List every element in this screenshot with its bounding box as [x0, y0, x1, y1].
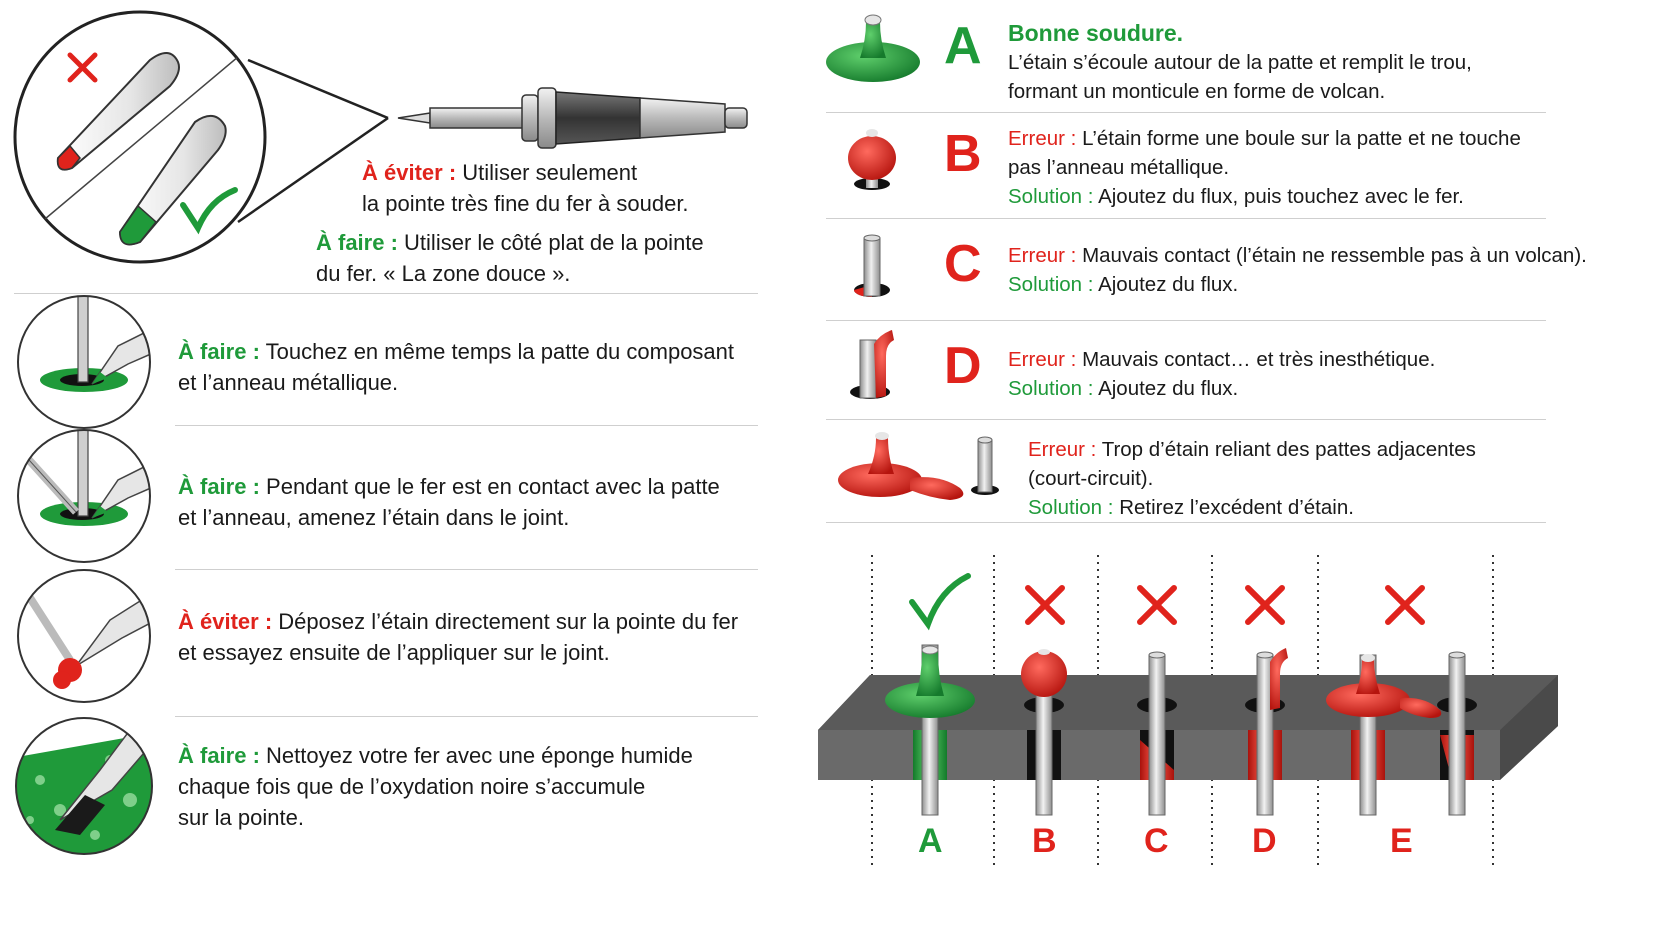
defect-e-sol-label: Solution : — [1028, 496, 1114, 519]
avoid-label: À éviter : — [362, 160, 457, 185]
defect-b-text: Erreur : L’étain forme une boule sur la … — [1008, 124, 1521, 211]
divider — [826, 112, 1546, 113]
defect-letter-b: B — [944, 125, 982, 183]
step-4-line2: chaque fois que de l’oxydation noire s’a… — [178, 774, 646, 799]
cross-icon — [1137, 585, 1177, 625]
defect-b-sol-label: Solution : — [1008, 185, 1094, 208]
defect-letter-d: D — [944, 337, 982, 395]
avoid-text-1: Utiliser seulement — [462, 160, 638, 185]
divider — [826, 522, 1546, 523]
defect-a-line1: L’étain s’écoule autour de la patte et r… — [1008, 51, 1472, 74]
divider — [826, 419, 1546, 420]
solder-on-tip-icon — [17, 569, 151, 703]
step-4-label: À faire : — [178, 743, 260, 768]
divider — [175, 569, 758, 570]
board-label-d: D — [1252, 822, 1277, 860]
step-4-line1: Nettoyez votre fer avec une éponge humid… — [266, 743, 693, 768]
step-4-line3: sur la pointe. — [178, 805, 304, 830]
defect-e-sol: Retirez l’excédent d’étain. — [1119, 496, 1354, 519]
defect-d-sol-label: Solution : — [1008, 377, 1094, 400]
defect-a-line2: formant un monticule en forme de volcan. — [1008, 80, 1386, 103]
step-4-text: À faire : Nettoyez votre fer avec une ép… — [178, 740, 693, 833]
defect-c-sol-label: Solution : — [1008, 273, 1094, 296]
divider — [175, 425, 758, 426]
step-2-line1: Pendant que le fer est en contact avec l… — [266, 474, 720, 499]
step-1-text: À faire : Touchez en même temps la patte… — [178, 336, 734, 398]
defect-d-text: Erreur : Mauvais contact… et très inesth… — [1008, 345, 1435, 403]
do-label: À faire : — [316, 230, 398, 255]
check-icon — [909, 573, 971, 631]
defect-d-sol: Ajoutez du flux. — [1098, 377, 1239, 400]
soldering-iron-icon — [397, 87, 748, 149]
step-icons — [15, 295, 153, 855]
defect-c-err-label: Erreur : — [1008, 244, 1077, 267]
defect-icons — [826, 14, 999, 500]
defect-c-sol: Ajoutez du flux. — [1098, 273, 1239, 296]
cross-icon — [1025, 585, 1065, 625]
defect-b-err-label: Erreur : — [1008, 127, 1077, 150]
defect-a-title: Bonne soudure. — [1008, 20, 1184, 46]
step-3-line1: Déposez l’étain directement sur la point… — [278, 609, 739, 634]
divider — [826, 320, 1546, 321]
board-label-c: C — [1144, 822, 1169, 860]
tip-magnifier-illustration — [13, 10, 748, 264]
defect-e-err1: Trop d’étain reliant des pattes adjacent… — [1101, 438, 1476, 461]
do-text-1: Utiliser le côté plat de la pointe — [404, 230, 704, 255]
defect-c-text: Erreur : Mauvais contact (l’étain ne res… — [1008, 241, 1587, 299]
defect-c-err1: Mauvais contact (l’étain ne ressemble pa… — [1082, 244, 1587, 267]
defect-b-err1: L’étain forme une boule sur la patte et … — [1082, 127, 1521, 150]
avoid-tip-note: À éviter : Utiliser seulement la pointe … — [362, 157, 689, 219]
touch-joint-icon — [17, 295, 151, 429]
step-3-text: À éviter : Déposez l’étain directement s… — [178, 606, 738, 668]
short-circuit-icon — [838, 432, 999, 500]
avoid-text-2: la pointe très fine du fer à souder. — [362, 191, 689, 216]
defect-e-text: Erreur : Trop d’étain reliant des pattes… — [1028, 435, 1476, 522]
do-tip-note: À faire : Utiliser le côté plat de la po… — [316, 227, 704, 289]
step-2-label: À faire : — [178, 474, 260, 499]
feed-solder-icon — [17, 429, 151, 563]
step-2-text: À faire : Pendant que le fer est en cont… — [178, 471, 720, 533]
board-label-a: A — [918, 822, 943, 860]
divider — [175, 716, 758, 717]
board-label-b: B — [1032, 822, 1057, 860]
defect-letter-a: A — [944, 17, 982, 75]
step-1-line2: et l’anneau métallique. — [178, 370, 399, 395]
step-2-line2: et l’anneau, amenez l’étain dans le join… — [178, 505, 570, 530]
sponge-icon — [15, 717, 153, 855]
step-1-label: À faire : — [178, 339, 260, 364]
defect-e-err-label: Erreur : — [1028, 438, 1097, 461]
step-3-line2: et essayez ensuite de l’appliquer sur le… — [178, 640, 610, 665]
step-1-line1: Touchez en même temps la patte du compos… — [265, 339, 735, 364]
unsightly-joint-icon — [850, 330, 894, 399]
board-label-e: E — [1390, 822, 1413, 860]
defect-a-text: Bonne soudure. L’étain s’écoule autour d… — [1008, 18, 1472, 106]
poor-contact-icon — [854, 234, 890, 297]
ball-joint-icon — [848, 129, 896, 190]
defect-b-err2: pas l’anneau métallique. — [1008, 156, 1230, 179]
step-3-label: À éviter : — [178, 609, 273, 634]
good-joint-icon — [826, 14, 920, 82]
cross-icon — [1385, 585, 1425, 625]
divider — [14, 293, 758, 294]
defect-letter-c: C — [944, 235, 982, 293]
cross-icon — [67, 52, 98, 83]
do-text-2: du fer. « La zone douce ». — [316, 261, 571, 286]
defect-e-err2: (court-circuit). — [1028, 467, 1154, 490]
check-icon — [180, 187, 238, 235]
cross-icon — [1245, 585, 1285, 625]
defect-d-err-label: Erreur : — [1008, 348, 1077, 371]
divider — [826, 218, 1546, 219]
defect-d-err1: Mauvais contact… et très inesthétique. — [1082, 348, 1436, 371]
defect-b-sol: Ajoutez du flux, puis touchez avec le fe… — [1098, 185, 1464, 208]
board-cross-section — [818, 555, 1558, 865]
